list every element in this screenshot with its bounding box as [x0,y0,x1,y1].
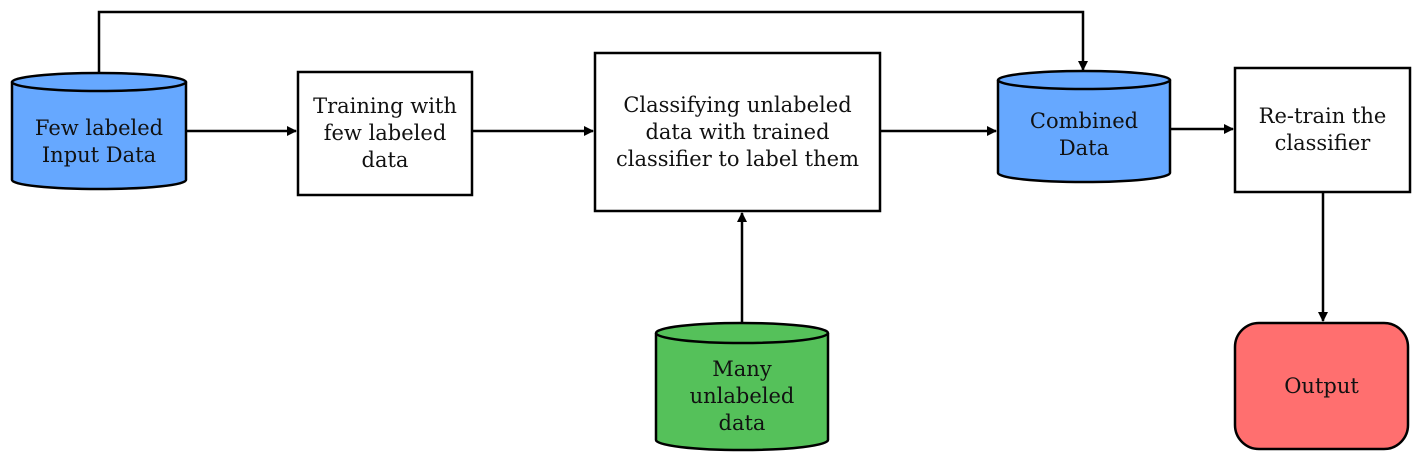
retrain-box [1233,66,1412,194]
combined-data-cylinder-body [996,80,1172,184]
training-label: Training with few labeled data [313,94,457,172]
output-label: Output [1284,373,1359,398]
unlabeled-data-label: Many unlabeled data [689,356,795,435]
classifying-label: Classifying unlabeled data with trained … [616,92,859,171]
classifying-box [593,51,882,213]
edge-input-to-combined-feedback [97,10,1088,72]
combined-data-cylinder [996,69,1172,184]
input-data-cylinder-top [10,71,188,93]
combined-data-label: Combined Data [1029,109,1139,160]
combined-data-cylinder-top [996,69,1172,91]
unlabeled-data-cylinder-body [654,333,830,452]
retrain-label: Re-train the classifier [1258,104,1387,155]
input-data-cylinder [10,71,188,191]
input-data-label: Few labeled Input Data [34,116,164,167]
unlabeled-data-cylinder [654,321,830,452]
output-box [1233,321,1410,451]
unlabeled-data-cylinder-top [654,321,830,345]
edges [97,10,1328,323]
training-box [296,70,474,197]
input-data-cylinder-body [10,82,188,191]
